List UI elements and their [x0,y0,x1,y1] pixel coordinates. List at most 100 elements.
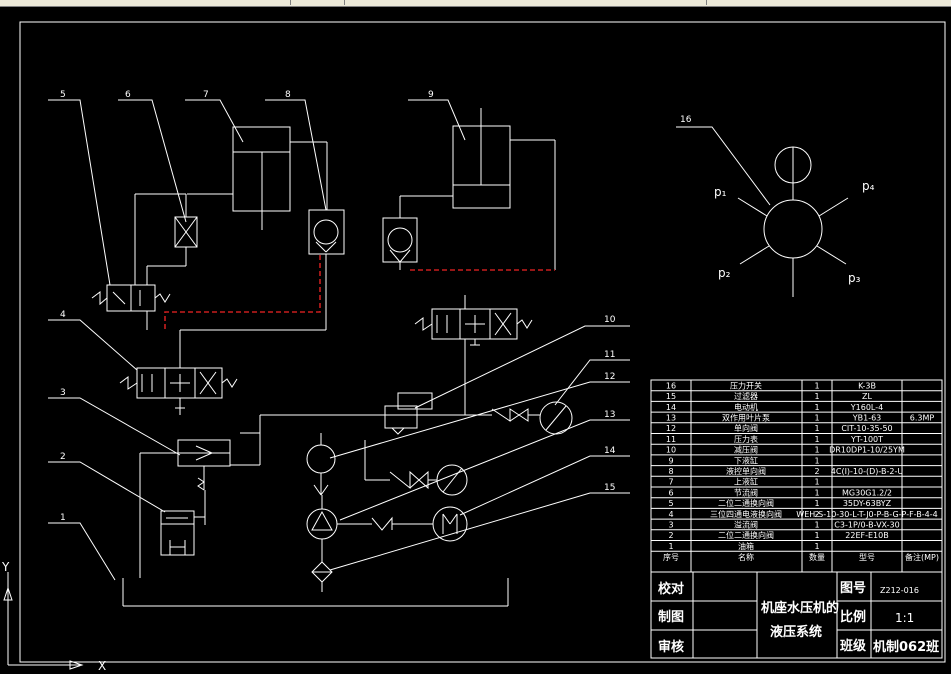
toolbar-segment [346,0,707,5]
table-cell-qty: 1 [814,392,819,401]
two-way-valve-2 [160,490,206,556]
table-cell-qty: 1 [814,488,819,497]
table-cell-no: 12 [666,424,676,433]
axis-y-label: Y [1,560,10,574]
callout-12: 12 [604,372,615,382]
table-header-model: 型号 [859,553,875,562]
table-cell-name: 液控单向阀 [726,466,766,476]
table-cell-no: 14 [666,403,676,412]
table-cell-qty: 1 [814,456,819,465]
table-cell-no: 9 [668,456,673,465]
callout-13: 13 [604,410,615,420]
table-cell-model: C3-1P/0-B-VX-30 [834,521,899,530]
table-cell-model: WEH-S-10-30-L-T-J0-P-B-G-P-F-B-4-4 [796,510,937,519]
table-cell-model: K-3B [858,381,876,390]
throttle-valve-6 [134,193,198,285]
callout-15: 15 [604,483,615,493]
tb-drawing-no-label: 图号 [840,581,866,596]
pressure-switch-16: p₁ p₄ p₂ p₃ [676,126,875,297]
vane-pump-13 [306,495,468,562]
table-cell-model: YT-100T [850,435,883,444]
table-cell-qty: 1 [814,403,819,412]
tb-scale-label: 比例 [840,609,866,625]
toolbar-segment [292,0,345,5]
callout-numbers: 5 6 7 8 9 4 3 2 1 10 11 12 13 14 15 16 [60,90,692,523]
pressure-reducing-valve-10 [384,392,433,435]
table-cell-name: 上液缸 [734,477,758,487]
table-cell-no: 1 [668,542,673,551]
callout-6: 6 [125,90,131,100]
table-cell-name: 节流阀 [734,487,758,497]
tb-class-value: 机制062班 [873,639,939,655]
table-cell-model: YB1-63 [852,414,882,423]
leader-lines [48,99,630,581]
filter-15 [311,561,333,592]
table-cell-name: 压力开关 [730,380,762,390]
pressure-label-p4: p₄ [862,179,875,193]
tb-check-label: 校对 [658,581,684,597]
table-cell-qty: 1 [814,499,819,508]
ucs-axis-icon: Y X [1,560,106,673]
table-cell-qty: 1 [814,414,819,423]
table-cell-no: 15 [666,392,676,401]
callout-2: 2 [60,452,66,462]
tb-drawing-no: Z212-016 [880,586,919,595]
table-cell-name: 电动机 [734,402,758,412]
pressure-label-p1: p₁ [714,185,727,199]
tb-title-line2: 液压系统 [770,624,822,640]
lower-cylinder-symbol [399,108,556,270]
table-cell-qty: 1 [814,435,819,444]
table-cell-qty: 1 [814,446,819,455]
table-cell-name: 油箱 [738,541,754,551]
callout-10: 10 [604,315,616,325]
callout-7: 7 [203,90,209,100]
table-cell-model: DR10DP1-10/25YM [829,446,905,455]
table-cell-name: 减压阀 [734,445,758,455]
drawing-frame [19,21,946,663]
callout-16: 16 [680,115,692,125]
callout-8: 8 [285,90,291,100]
table-cell-model: MG30G1.2/2 [842,488,892,497]
table-cell-model: Y160L-4 [850,403,883,412]
main-pressure-line [230,414,490,466]
table-cell-qty: 1 [814,424,819,433]
table-cell-no: 5 [668,499,673,508]
tb-review-label: 审核 [658,639,684,655]
title-block: 校对 制图 审核 机座水压机的 液压系统 图号 Z212-016 比例 1:1 … [650,571,943,659]
table-cell-no: 6 [668,488,673,497]
callout-11: 11 [604,350,615,360]
table-cell-name: 二位二通换向阀 [718,498,774,508]
upper-cylinder-symbol [187,126,328,230]
table-cell-name: 下液缸 [734,455,758,465]
table-cell-qty: 1 [814,542,819,551]
table-cell-name: 二位二通换向阀 [718,530,774,540]
table-cell-name: 三位四通电液换向阀 [710,509,782,519]
callout-14: 14 [604,446,616,456]
window-top-bar [0,0,951,7]
three-position-valve-lower [414,295,533,415]
table-cell-name: 过滤器 [734,391,758,401]
callout-3: 3 [60,388,66,398]
table-cell-model: 35DY-63BYZ [843,499,892,508]
table-cell-model: CIT-10-35-50 [841,424,892,433]
table-cell-name: 压力表 [734,434,758,444]
upper-pump-symbol [306,433,468,496]
hydraulic-schematic [48,99,630,607]
table-cell-qty: 2 [814,467,819,476]
table-header-no: 序号 [663,552,679,562]
table-cell-no: 8 [668,467,673,476]
table-cell-no: 7 [668,478,673,487]
table-cell-qty: 1 [814,531,819,540]
pilot-check-valve-8 [180,209,345,331]
table-cell-no: 13 [666,414,676,423]
table-cell-qty: 1 [814,381,819,390]
callout-5: 5 [60,90,66,100]
table-cell-no: 10 [666,446,676,455]
tb-class-label: 班级 [840,638,867,654]
three-position-valve-4 [119,330,238,415]
pressure-label-p2: p₂ [718,266,731,280]
table-cell-model: 4C(I)-10-(D)-B-2-U [831,467,904,476]
table-cell-name: 单向阀 [734,423,758,433]
